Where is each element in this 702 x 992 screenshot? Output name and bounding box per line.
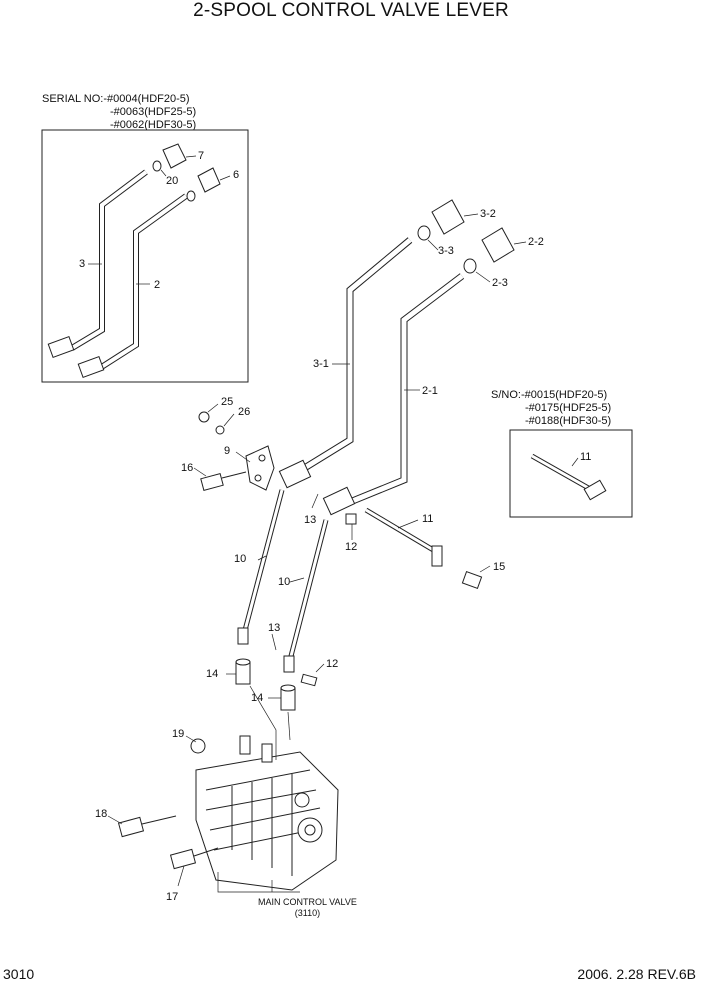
inset-box-sno: [509, 429, 633, 518]
rod-10b: [283, 519, 329, 673]
label-3: 3: [79, 258, 86, 270]
sno-line-1: S/NO:-#0015(HDF20-5): [491, 389, 608, 401]
bolt-15: [461, 570, 483, 590]
knob-2-2: [463, 227, 515, 274]
label-10b: 10: [278, 576, 291, 588]
bolt-18: [117, 815, 177, 838]
label-18: 18: [95, 808, 108, 820]
label-3-1: 3-1: [313, 358, 329, 370]
lever-3-1: [278, 237, 413, 489]
bolt-17: [169, 847, 219, 870]
serial-line-3: -#0062(HDF30-5): [110, 119, 197, 131]
inset-knob-7: [152, 143, 187, 172]
sno-line-3: -#0188(HDF30-5): [525, 415, 612, 427]
sno-line-2: -#0175(HDF25-5): [525, 402, 612, 414]
inset-shaft-11: [530, 453, 607, 501]
serial-line-2: -#0063(HDF25-5): [110, 106, 197, 118]
label-11a: 11: [422, 513, 434, 525]
knob-3-2: [417, 199, 465, 241]
bolt-16: [200, 471, 247, 491]
inset-knob-6: [186, 167, 221, 202]
label-12b: 12: [326, 658, 339, 670]
label-17: 17: [166, 891, 179, 903]
mcv-line-1: MAIN CONTROL VALVE: [258, 897, 357, 907]
lever-2-1: [322, 273, 465, 516]
mcv-line-2: (3110): [294, 908, 321, 918]
label-3-2: 3-2: [480, 208, 496, 220]
label-26: 26: [238, 406, 251, 418]
label-10a: 10: [234, 553, 247, 565]
nut-25: [198, 411, 210, 423]
label-2-2: 2-2: [528, 236, 544, 248]
inset-lever-2: [77, 193, 188, 378]
page-title: 2-SPOOL CONTROL VALVE LEVER: [193, 0, 509, 21]
label-15: 15: [493, 561, 506, 573]
label-16: 16: [181, 462, 194, 474]
washer-26: [215, 425, 225, 435]
label-13a: 13: [304, 514, 317, 526]
serial-line-1: SERIAL NO:-#0004(HDF20-5): [42, 93, 190, 105]
main-control-valve-label: MAIN CONTROL VALVE (3110): [258, 897, 357, 919]
label-7: 7: [198, 150, 205, 162]
label-14a: 14: [206, 668, 219, 680]
label-2-3: 2-3: [492, 277, 508, 289]
nut-19: [190, 738, 206, 754]
label-13b: 13: [268, 622, 281, 634]
page-number: 3010: [3, 966, 35, 982]
label-11b: 11: [580, 451, 592, 463]
label-6: 6: [233, 169, 240, 181]
label-3-3: 3-3: [438, 245, 454, 257]
bracket-9: [245, 445, 275, 491]
leader-lines: [88, 155, 579, 893]
sleeve-14b: [280, 684, 296, 711]
label-2-1: 2-1: [422, 385, 438, 397]
label-25: 25: [221, 396, 234, 408]
inset-lever-3: [47, 169, 148, 358]
serial-note: SERIAL NO:-#0004(HDF20-5) -#0063(HDF25-5…: [42, 93, 196, 132]
label-14b: 14: [251, 692, 264, 704]
main-control-valve: [195, 735, 339, 891]
sleeve-14a: [235, 658, 251, 685]
date-revision: 2006. 2.28 REV.6B: [577, 966, 696, 982]
rod-10a: [237, 489, 285, 645]
label-9: 9: [224, 445, 231, 457]
inset-box-early: [41, 129, 249, 383]
sno-note: S/NO:-#0015(HDF20-5) -#0175(HDF25-5) -#0…: [491, 389, 611, 428]
pin-12b: [300, 673, 318, 687]
label-20: 20: [166, 175, 179, 187]
label-12a: 12: [345, 541, 358, 553]
pin-12a: [345, 513, 357, 525]
shaft-11: [364, 507, 443, 567]
label-2: 2: [154, 279, 161, 291]
label-19: 19: [172, 728, 185, 740]
